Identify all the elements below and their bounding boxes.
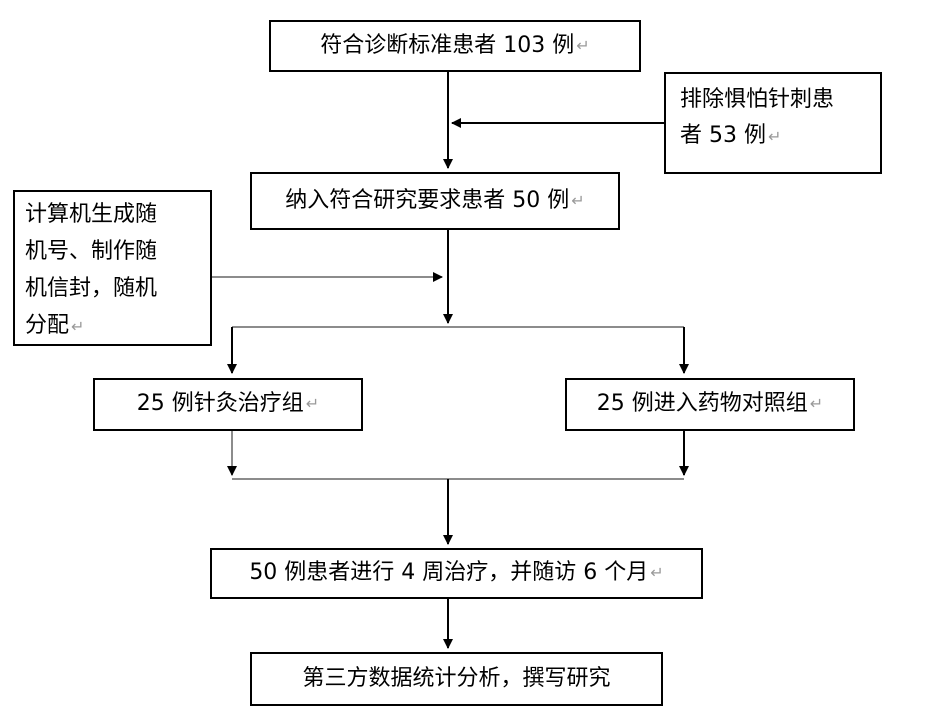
node-randomization-line-2: 机号、制作随: [25, 239, 158, 264]
node-enrolled-patients: 纳入符合研究要求患者 50 例↵: [250, 172, 620, 230]
node-randomization: 计算机生成随 机号、制作随 机信封，随机 分配↵: [13, 190, 212, 346]
node-excluded-patients: 排除惧怕针刺患 者 53 例↵: [664, 72, 882, 174]
node-randomization-line-3: 机信封，随机: [25, 276, 158, 301]
node-drug-control-group: 25 例进入药物对照组↵: [565, 378, 855, 431]
node-treatment-text: 50 例患者进行 4 周治疗，并随访 6 个月: [249, 560, 649, 586]
return-mark-icon: ↵: [305, 394, 320, 414]
return-mark-icon: ↵: [576, 35, 590, 55]
return-mark-icon: ↵: [571, 190, 585, 210]
node-acupuncture-group: 25 例针灸治疗组↵: [93, 378, 363, 431]
node-screened-patients: 符合诊断标准患者 103 例↵: [269, 20, 641, 72]
node-screened-text: 符合诊断标准患者 103 例: [320, 32, 575, 58]
return-mark-icon: ↵: [809, 394, 824, 414]
node-excluded-line-2: 者 53 例: [680, 123, 766, 148]
node-excluded-line-1: 排除惧怕针刺患: [680, 87, 835, 112]
node-statistical-analysis: 第三方数据统计分析，撰写研究: [250, 652, 663, 706]
node-enrolled-text: 纳入符合研究要求患者 50 例: [285, 187, 570, 213]
node-drug-text: 25 例进入药物对照组: [596, 391, 808, 417]
node-treatment-followup: 50 例患者进行 4 周治疗，并随访 6 个月↵: [210, 548, 703, 599]
node-randomization-line-4: 分配: [25, 313, 70, 338]
node-analysis-text: 第三方数据统计分析，撰写研究: [302, 665, 611, 691]
node-acupuncture-text: 25 例针灸治疗组: [136, 391, 304, 417]
return-mark-icon: ↵: [71, 317, 85, 336]
return-mark-icon: ↵: [650, 563, 664, 583]
return-mark-icon: ↵: [767, 127, 782, 146]
node-randomization-line-1: 计算机生成随: [25, 202, 158, 227]
